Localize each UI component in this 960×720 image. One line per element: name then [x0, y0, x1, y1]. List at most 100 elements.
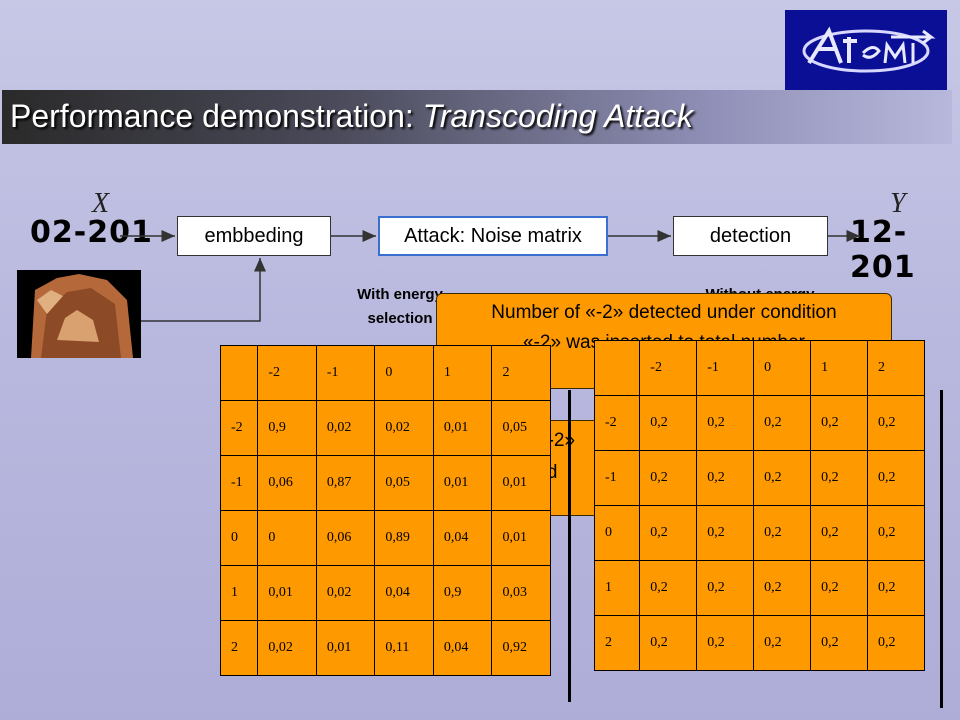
with-energy-label-2: selection: [367, 310, 433, 327]
matrix-cell: 0,2: [753, 560, 812, 616]
matrix-header-cell: 0: [374, 345, 434, 401]
matrix-cell: 0,92: [491, 620, 551, 676]
separator-line-left: [568, 390, 571, 702]
matrix-header-cell: [593, 340, 641, 396]
title-plain: Performance demonstration:: [10, 98, 423, 134]
embedding-block: embbeding: [177, 216, 331, 256]
matrix-header-cell: 1: [810, 340, 869, 396]
matrix-header-cell: [219, 345, 259, 401]
matrix-cell: 0,2: [639, 560, 698, 616]
matrix-cell: 0: [257, 510, 317, 566]
matrix-row-label: 1: [219, 565, 259, 621]
matrix-cell: 0,2: [867, 560, 925, 616]
title-bar: Performance demonstration: Transcoding A…: [2, 90, 952, 144]
output-variable: Y: [890, 188, 906, 219]
matrix-cell: 0,02: [374, 400, 434, 456]
matrix-cell: 0,2: [810, 450, 869, 506]
input-variable: X: [92, 188, 110, 219]
logo-graphic: [802, 26, 936, 73]
matrix-cell: 0,2: [810, 505, 869, 561]
matrix-cell: 0,01: [491, 455, 551, 511]
matrix-cell: 0,2: [867, 615, 925, 671]
matrix-cell: 0,04: [374, 565, 434, 621]
matrix-cell: 0,01: [315, 620, 376, 676]
matrix-cell: 0,06: [257, 455, 317, 511]
matrix-cell: 0,02: [257, 620, 317, 676]
matrix-cell: 0,2: [639, 395, 698, 451]
matrix-cell: 0,2: [867, 450, 925, 506]
matrix-cell: 0,03: [491, 565, 551, 621]
matrix-cell: 0,2: [696, 395, 755, 451]
matrix-row-label: 1: [593, 560, 641, 616]
matrix-cell: 0,05: [491, 400, 551, 456]
matrix-header-cell: -2: [257, 345, 317, 401]
matrix-cell: 0,01: [491, 510, 551, 566]
matrix-cell: 0,2: [753, 450, 812, 506]
matrix-header-cell: 1: [432, 345, 493, 401]
rock-image-graphic: [17, 270, 141, 358]
matrix-cell: 0,2: [753, 615, 812, 671]
matrix-row-label: -1: [593, 450, 641, 506]
artemis-logo: [785, 10, 947, 90]
matrix-cell: 0,04: [432, 620, 493, 676]
matrix-row-label: 0: [219, 510, 259, 566]
matrix-cell: 0,01: [432, 400, 493, 456]
matrix-cell: 0,9: [432, 565, 493, 621]
title-italic: Transcoding Attack: [422, 98, 693, 134]
matrix-cell: 0,01: [432, 455, 493, 511]
matrix-cell: 0,05: [374, 455, 434, 511]
matrix-row-label: -1: [219, 455, 259, 511]
matrix-cell: 0,02: [315, 400, 376, 456]
matrix-cell: 0,2: [753, 505, 812, 561]
matrix-cell: 0,2: [696, 560, 755, 616]
matrix-cell: 0,9: [257, 400, 317, 456]
detection-block: detection: [673, 216, 828, 256]
matrix-header-cell: 0: [753, 340, 812, 396]
matrix-row-label: 2: [593, 615, 641, 671]
matrix-row-label: 0: [593, 505, 641, 561]
host-image: [17, 270, 141, 358]
matrix-cell: 0,2: [639, 450, 698, 506]
matrix-row-label: 2: [219, 620, 259, 676]
matrix-cell: 0,2: [639, 505, 698, 561]
matrix-cell: 0,2: [810, 395, 869, 451]
matrix-cell: 0,2: [810, 615, 869, 671]
matrix-cell: 0,2: [696, 450, 755, 506]
matrix-header-cell: 2: [867, 340, 925, 396]
matrix-cell: 0,06: [315, 510, 376, 566]
matrix-header-cell: -1: [696, 340, 755, 396]
output-code: 12-201: [850, 215, 916, 285]
matrix-cell: 0,2: [753, 395, 812, 451]
matrix-cell: 0,87: [315, 455, 376, 511]
attack-block: Attack: Noise matrix: [378, 216, 608, 256]
matrix-cell: 0,2: [639, 615, 698, 671]
matrix-header-cell: -2: [639, 340, 698, 396]
with-energy-label-1: With energy: [357, 286, 443, 303]
matrix-cell: 0,11: [374, 620, 434, 676]
matrix-row-label: -2: [593, 395, 641, 451]
matrix-cell: 0,2: [867, 505, 925, 561]
input-code: 02-201: [30, 215, 153, 250]
matrix-cell: 0,01: [257, 565, 317, 621]
matrix-cell: 0,2: [696, 505, 755, 561]
matrix-header-cell: -1: [315, 345, 376, 401]
matrix-cell: 0,2: [810, 560, 869, 616]
matrix-cell: 0,02: [315, 565, 376, 621]
matrix-cell: 0,04: [432, 510, 493, 566]
matrix-cell: 0,2: [867, 395, 925, 451]
matrix-header-cell: 2: [491, 345, 551, 401]
slide-title: Performance demonstration: Transcoding A…: [10, 98, 693, 135]
